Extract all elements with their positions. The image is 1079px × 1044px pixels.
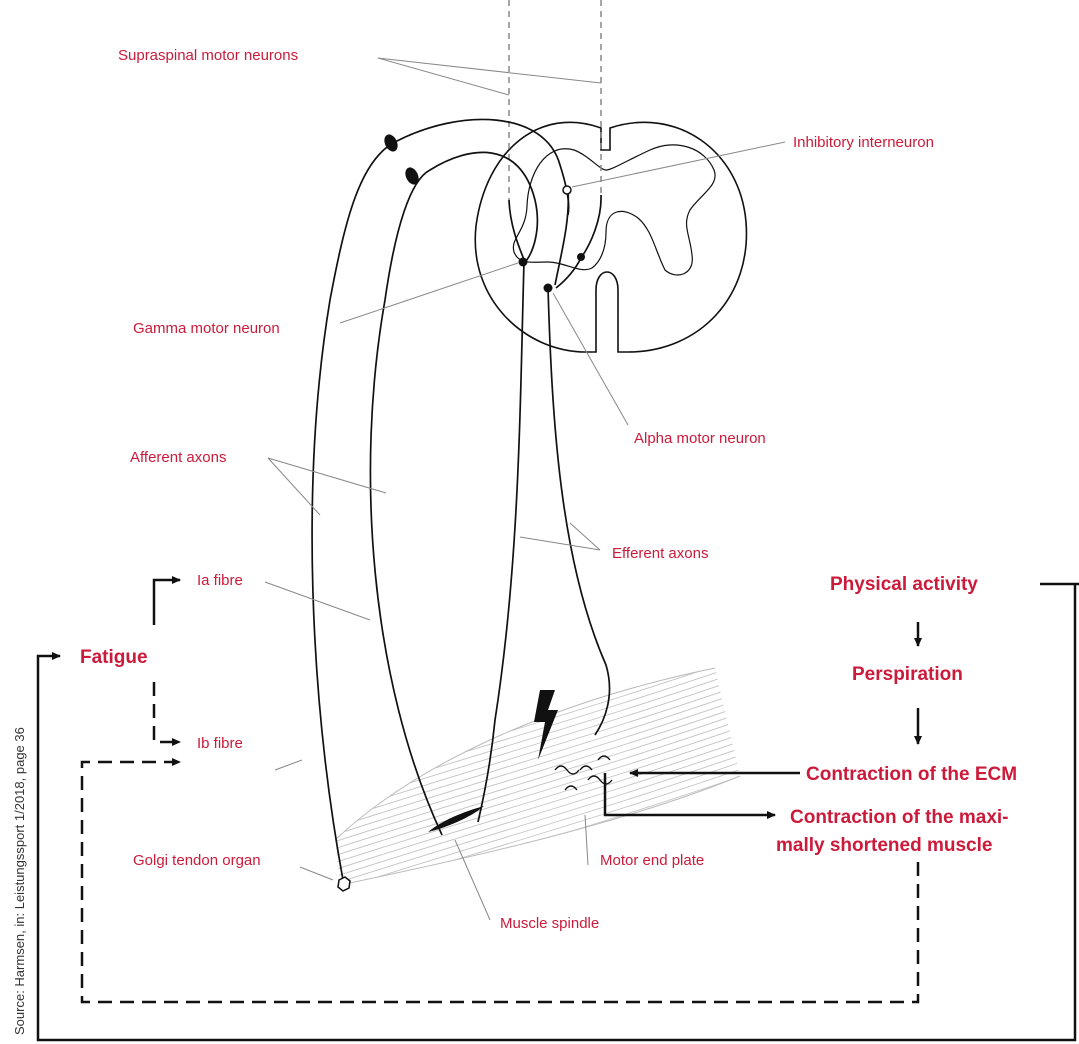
dorsal-root-ganglia bbox=[382, 132, 421, 186]
flow-contraction-ecm: Contraction of the ECM bbox=[806, 764, 1017, 785]
label-supraspinal-motor-neurons: Supraspinal motor neurons bbox=[118, 47, 298, 64]
label-afferent-axons: Afferent axons bbox=[130, 449, 226, 466]
alpha-motor-neuron-soma bbox=[544, 284, 553, 293]
flow-contraction-max-line2: mally shortened muscle bbox=[776, 835, 992, 856]
leader-lines bbox=[265, 58, 785, 920]
label-efferent-axons: Efferent axons bbox=[612, 545, 708, 562]
label-gamma-motor-neuron: Gamma motor neuron bbox=[133, 320, 280, 337]
label-muscle-spindle: Muscle spindle bbox=[500, 915, 599, 932]
golgi-tendon-organ bbox=[338, 877, 350, 891]
label-inhibitory-interneuron: Inhibitory interneuron bbox=[793, 134, 934, 151]
label-ib-fibre: Ib fibre bbox=[197, 735, 243, 752]
ganglion-2 bbox=[403, 165, 421, 186]
ganglion-1 bbox=[382, 132, 400, 153]
flow-physical-activity: Physical activity bbox=[830, 574, 978, 595]
lightning-bolt-icon bbox=[534, 690, 558, 760]
label-motor-end-plate: Motor end plate bbox=[600, 852, 704, 869]
inhibitory-interneuron-soma bbox=[563, 186, 571, 194]
flow-contraction-max-line1: Contraction of the maxi- bbox=[790, 807, 1009, 828]
source-credit: Source: Harmsen, in: Leistungssport 1/20… bbox=[12, 727, 27, 1035]
supraspinal-synapse bbox=[577, 253, 585, 261]
label-ia-fibre: Ia fibre bbox=[197, 572, 243, 589]
grey-matter bbox=[513, 145, 715, 275]
flow-perspiration: Perspiration bbox=[852, 664, 963, 685]
muscle bbox=[300, 640, 770, 944]
supraspinal-fibres bbox=[509, 0, 601, 200]
label-alpha-motor-neuron: Alpha motor neuron bbox=[634, 430, 766, 447]
gamma-motor-neuron-soma bbox=[519, 258, 528, 267]
label-golgi-tendon-organ: Golgi tendon organ bbox=[133, 852, 261, 869]
flow-fatigue: Fatigue bbox=[80, 647, 148, 668]
neural-pathways bbox=[312, 119, 609, 880]
